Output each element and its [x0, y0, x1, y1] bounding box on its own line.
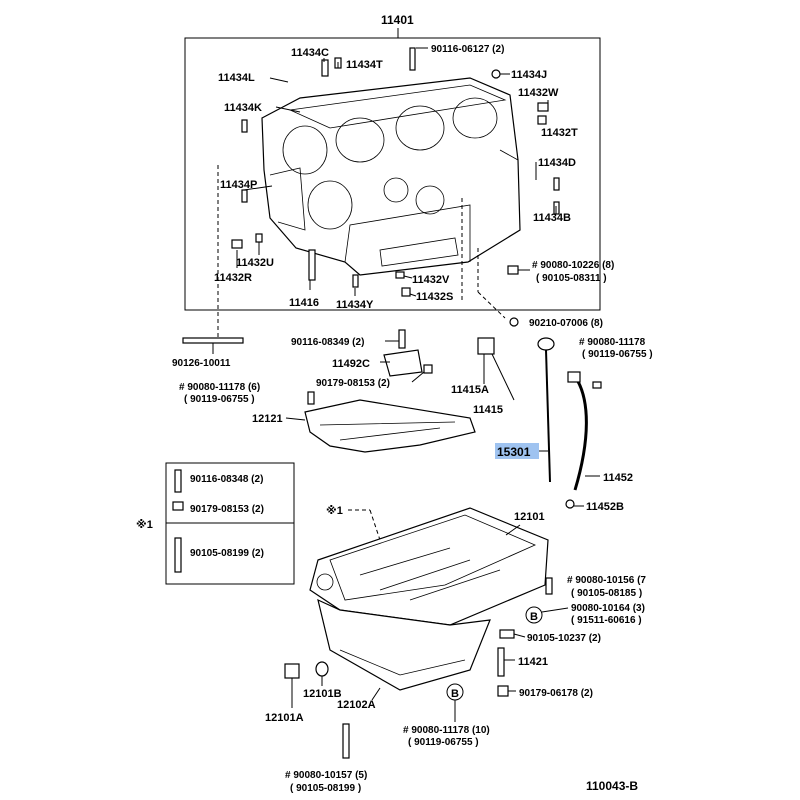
label-90080-11178b: # 90080-11178 (6)	[179, 382, 260, 393]
label-11452B: 11452B	[586, 501, 624, 513]
label-90210-07006: 90210-07006 (8)	[529, 318, 603, 329]
label-90179-06178: 90179-06178 (2)	[519, 688, 593, 699]
label-11434C: 11434C	[291, 47, 329, 59]
label-11434L: 11434L	[218, 72, 255, 84]
bolt-90080-10157	[342, 723, 350, 759]
cylinder-block-drawing	[261, 77, 521, 276]
label-90116-08348: 90116-08348 (2)	[190, 474, 263, 485]
drain-plug-12101A	[284, 663, 300, 679]
label-90080-11178c: # 90080-11178 (10)	[403, 725, 490, 736]
bolt-90105-10237	[499, 629, 515, 639]
label-11432S: 11432S	[416, 291, 453, 303]
label-circle-B-1: B	[530, 611, 538, 623]
label-11421: 11421	[518, 656, 548, 668]
label-12101B: 12101B	[303, 688, 342, 700]
label-11452: 11452	[603, 472, 633, 484]
bolt-90080-10156	[545, 577, 553, 595]
nut-90179-06178	[497, 685, 509, 697]
label-12121: 12121	[252, 413, 283, 425]
gasket-12101B	[315, 661, 329, 677]
circle-B-marker-1	[525, 606, 543, 624]
label-12101: 12101	[514, 511, 545, 523]
label-90116-08349: 90116-08349 (2)	[291, 337, 364, 348]
highlight-15301	[495, 443, 539, 459]
label-11432R: 11432R	[214, 272, 252, 284]
label-90080-10156: # 90080-10156 (7	[567, 575, 646, 586]
label-90116-06127: 90116-06127 (2)	[431, 44, 504, 55]
label-11434Y: 11434Y	[336, 299, 374, 311]
label-11415A: 11415A	[451, 384, 489, 396]
bolt-90080-11178b	[307, 391, 315, 405]
label-star1b: ※1	[326, 505, 343, 517]
label-star1a: ※1	[136, 519, 153, 531]
cylinder-block-frame	[184, 37, 601, 311]
label-12101A: 12101A	[265, 712, 304, 724]
baffle-plate-12121	[304, 399, 476, 453]
label-11434P: 11434P	[220, 179, 257, 191]
label-90126-10011: 90126-10011	[172, 358, 231, 369]
clip-11452B	[565, 499, 575, 509]
label-11432W: 11432W	[518, 87, 559, 99]
label-11434J: 11434J	[511, 69, 547, 81]
label-15301: 15301	[497, 445, 531, 459]
label-11434D: 11434D	[538, 157, 576, 169]
label-90080-11178a: # 90080-11178	[579, 337, 646, 348]
label-circle-B-2: B	[451, 688, 459, 700]
label-90080-10226: # 90080-10226 (8)	[532, 260, 614, 271]
label-90179-08153a: 90179-08153 (2)	[316, 378, 390, 389]
dipstick-15301	[537, 337, 555, 483]
stud-bolt	[182, 337, 244, 354]
bolt-90116-08349	[398, 329, 406, 349]
label-90105-08199: 90105-08199 (2)	[190, 548, 264, 559]
label-12102A: 12102A	[337, 699, 376, 711]
label-11432T: 11432T	[541, 127, 578, 139]
block-small-parts	[231, 47, 560, 297]
label-11434K: 11434K	[224, 102, 262, 114]
label-91511-60616: ( 91511-60616 )	[571, 615, 642, 626]
label-90105-10237: 90105-10237 (2)	[527, 633, 601, 644]
label-11492C: 11492C	[332, 358, 370, 370]
label-90105-08199b: ( 90105-08199 )	[290, 783, 361, 794]
label-90119-06755c: ( 90119-06755 )	[408, 737, 479, 748]
nut-90179-08153b	[172, 501, 184, 511]
part-11415A	[477, 337, 495, 355]
bolt-90105-08199	[174, 537, 182, 573]
label-11415: 11415	[473, 404, 503, 416]
label-11434T: 11434T	[346, 59, 383, 71]
bracket-11492C	[383, 349, 423, 377]
label-11432U: 11432U	[236, 257, 274, 269]
oil-pan-12101	[309, 507, 549, 691]
footer-code: 110043-B	[586, 779, 638, 793]
block-leaders	[217, 47, 557, 340]
stud-11421	[497, 647, 505, 677]
label-11432V: 11432V	[412, 274, 450, 286]
label-90080-10157: # 90080-10157 (5)	[285, 770, 367, 781]
label-90105-08311: ( 90105-08311 )	[536, 273, 607, 284]
nut-90179-08153a	[423, 364, 433, 374]
assembly-label: 11401	[381, 13, 414, 27]
label-90119-06755b: ( 90119-06755 )	[184, 394, 255, 405]
label-90105-08185: ( 90105-08185 )	[571, 588, 642, 599]
label-90119-06755a: ( 90119-06755 )	[582, 349, 653, 360]
label-90179-08153b: 90179-08153 (2)	[190, 504, 264, 515]
label-11434B: 11434B	[533, 212, 571, 224]
label-90080-10164: 90080-10164 (3)	[571, 603, 645, 614]
bolt-90116-08348	[174, 469, 182, 493]
dipstick-guide-11452	[567, 371, 602, 491]
washer-90210	[509, 317, 519, 327]
label-11416: 11416	[289, 297, 319, 309]
